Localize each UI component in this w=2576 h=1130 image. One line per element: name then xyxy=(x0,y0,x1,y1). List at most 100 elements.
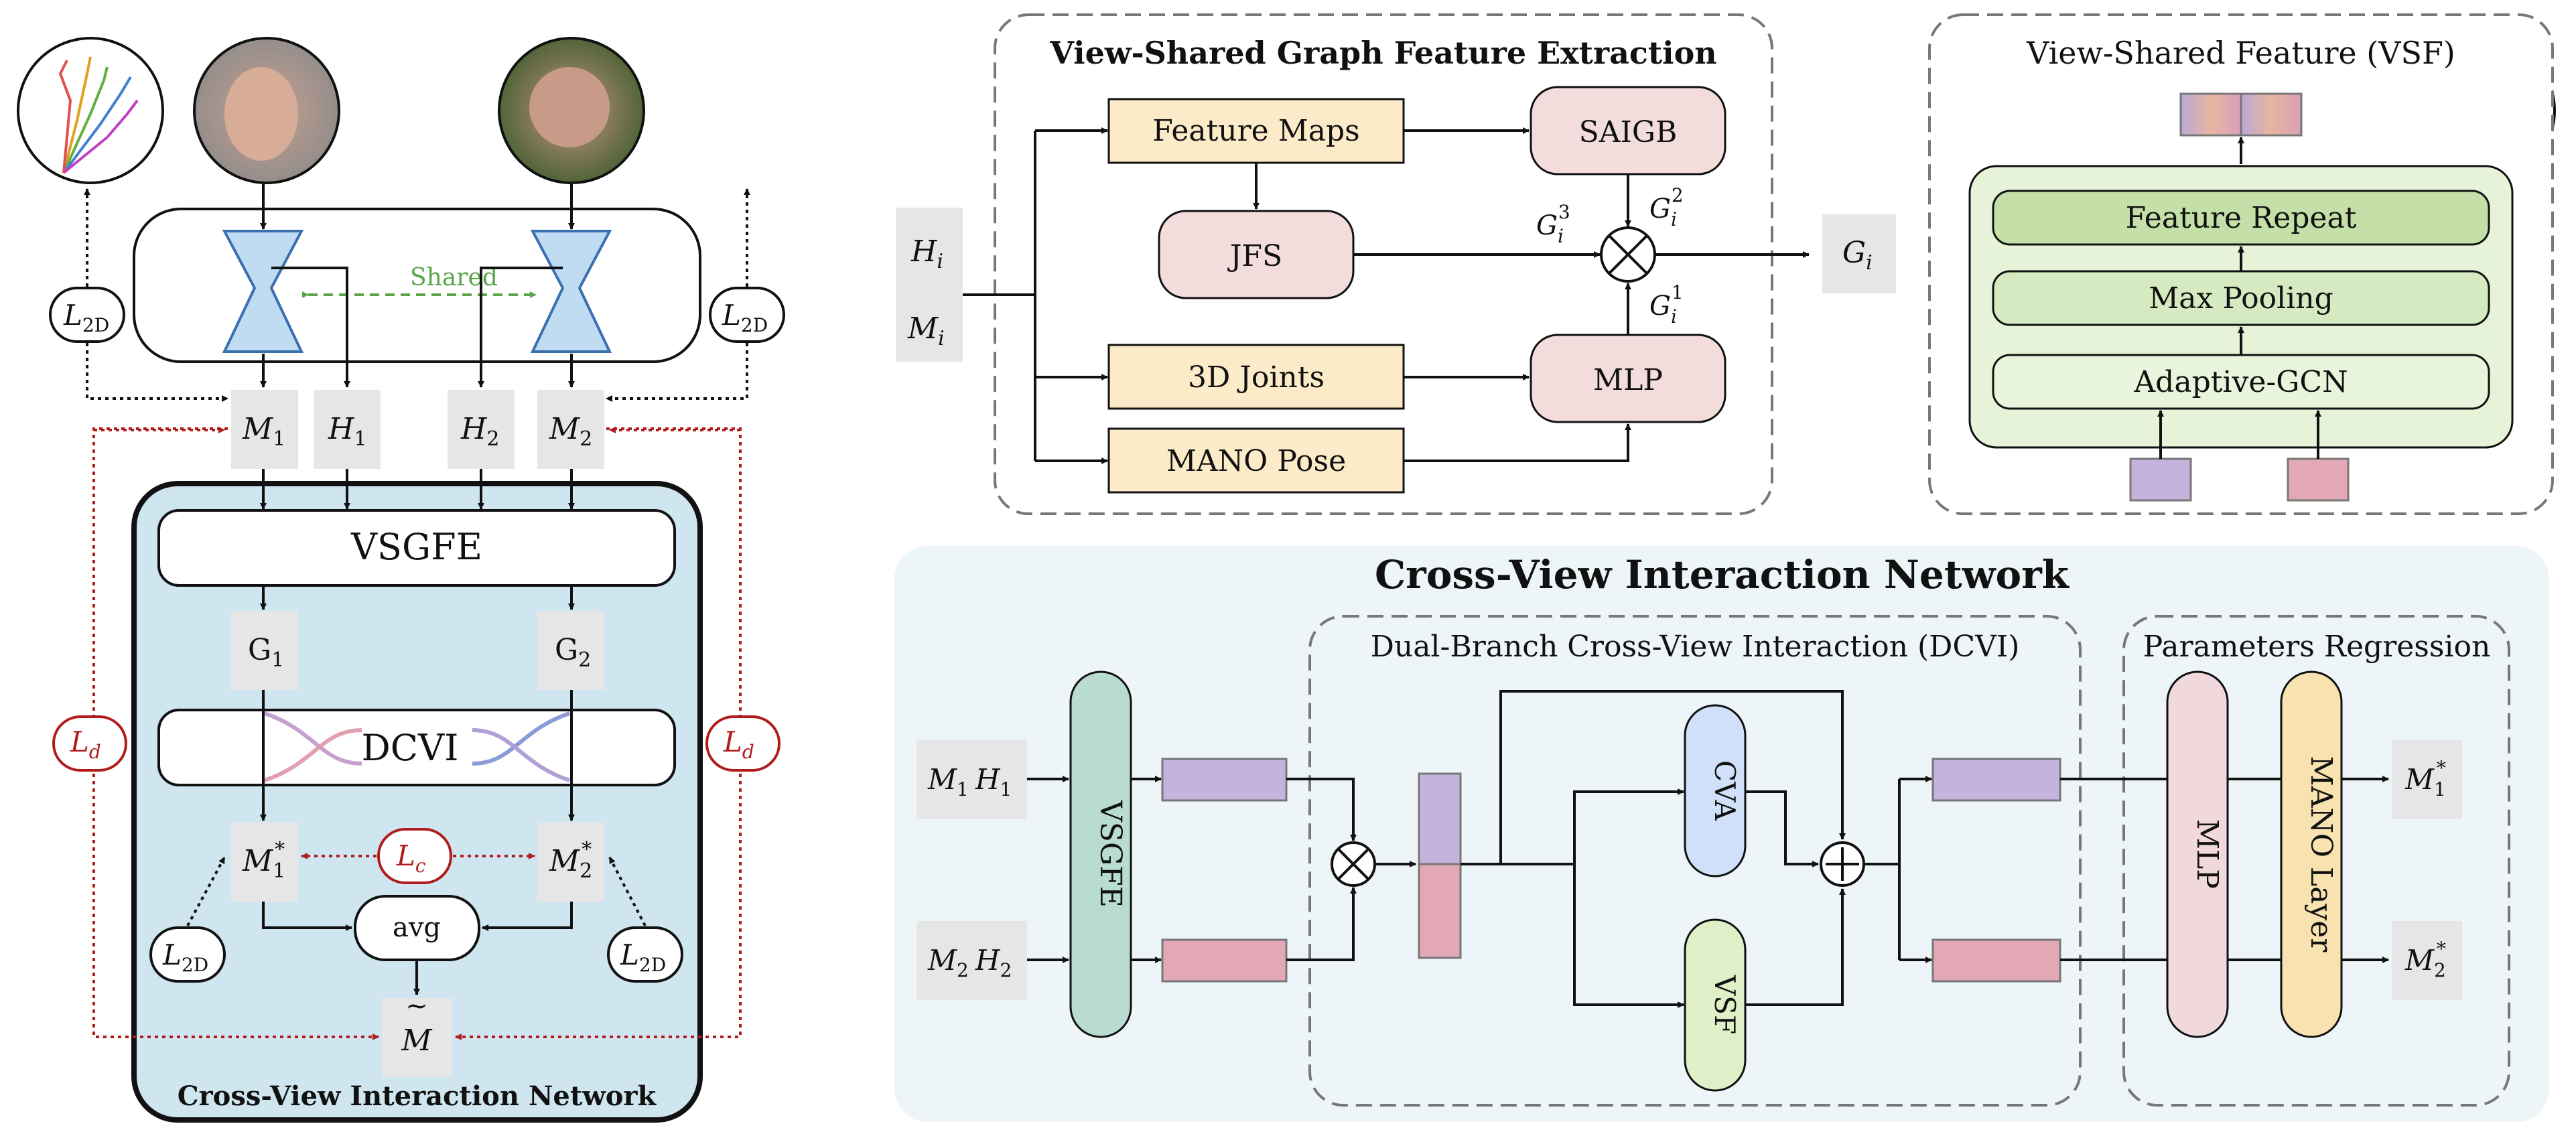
svg-text:G1: G1 xyxy=(248,633,284,672)
svg-text:M: M xyxy=(401,1023,432,1058)
h2-box xyxy=(448,390,515,469)
svg-text:Gi1: Gi1 xyxy=(1649,281,1684,328)
encoder-1-icon xyxy=(222,230,304,353)
hand-shape-1 xyxy=(224,67,298,161)
m2-box xyxy=(537,390,604,469)
svg-text:MLP: MLP xyxy=(2190,819,2224,889)
svg-text:VSGFE: VSGFE xyxy=(1093,800,1128,908)
svg-text:L2D: L2D xyxy=(162,938,208,976)
svg-text:MANO Layer: MANO Layer xyxy=(2304,756,2338,953)
l2d-loss-top-left xyxy=(49,287,125,343)
left-overview: Shared L2D L2D M1 H1 H2 M2 xyxy=(17,37,2556,1123)
lc-loss xyxy=(377,828,452,884)
svg-text:Adaptive-GCN: Adaptive-GCN xyxy=(2133,365,2348,399)
svg-text:3D Joints: 3D Joints xyxy=(1188,360,1325,395)
m1-star-box xyxy=(231,823,298,902)
vsgfe-label-left: VSGFE xyxy=(350,526,482,568)
3d-joints-box xyxy=(1107,344,1405,410)
l2d-loss-bottom-right xyxy=(607,926,683,983)
g2-box xyxy=(537,611,604,690)
m1-star-output-box xyxy=(2392,740,2462,819)
svg-text:CVA: CVA xyxy=(1708,760,1741,821)
cvin-panel-title: Cross-View Interaction Network xyxy=(1375,552,2070,597)
m1-h1-input-box xyxy=(917,740,1027,819)
svg-text:VSF: VSF xyxy=(1708,975,1741,1034)
ld-loss-right xyxy=(705,715,781,772)
svg-text:Ld: Ld xyxy=(723,725,754,763)
vsf-panel-title: View-Shared Feature (VSF) xyxy=(2026,35,2455,71)
stacked-feature-top xyxy=(1418,772,1462,865)
svg-text:SAIGB: SAIGB xyxy=(1579,115,1678,149)
dcvi-sub-panel xyxy=(1308,615,2082,1107)
svg-text:avg: avg xyxy=(393,912,441,943)
vsgfe-panel-title: View-Shared Graph Feature Extraction xyxy=(1049,35,1716,71)
m2-h2-input-box xyxy=(917,921,1027,1000)
svg-text:Feature Maps: Feature Maps xyxy=(1152,114,1360,148)
vsgfe-block-left xyxy=(157,509,676,587)
svg-text:Hi: Hi xyxy=(910,234,943,273)
cvin-left-title: Cross-View Interaction Network xyxy=(178,1080,657,1112)
svg-text:M2*: M2* xyxy=(2404,938,2446,981)
svg-text:MANO Pose: MANO Pose xyxy=(1166,444,1346,478)
vsf-panel: View-Shared Feature (VSF) Feature Repeat… xyxy=(1928,13,2554,515)
svg-text:M1*: M1* xyxy=(2404,757,2446,800)
svg-text:Feature Repeat: Feature Repeat xyxy=(2126,201,2357,235)
adaptive-gcn-box xyxy=(1992,354,2490,410)
vsgfe-block-cvin xyxy=(1069,670,1132,1038)
feature-view-1 xyxy=(1161,758,1288,802)
svg-text:Mi: Mi xyxy=(907,311,945,350)
ld-loss-left xyxy=(52,715,127,772)
hi-mi-input-box xyxy=(896,208,963,362)
m1-box xyxy=(231,390,298,469)
svg-text:M1*: M1* xyxy=(242,838,285,883)
svg-text:H1: H1 xyxy=(328,412,366,451)
mlp-block-cvin xyxy=(2166,670,2229,1038)
svg-text:Gi2: Gi2 xyxy=(1649,184,1684,230)
svg-text:Max Pooling: Max Pooling xyxy=(2149,281,2333,315)
cvin-panel: Cross-View Interaction Network Dual-Bran… xyxy=(894,546,2549,1122)
vsf-input-feature-2 xyxy=(2287,457,2350,502)
svg-text:L2D: L2D xyxy=(63,299,109,336)
svg-text:~: ~ xyxy=(405,991,428,1021)
mano-layer-block xyxy=(2280,670,2343,1038)
param-reg-title: Parameters Regression xyxy=(2143,630,2491,664)
output-feature-view-1 xyxy=(1931,758,2061,802)
l2d-loss-bottom-left xyxy=(149,926,226,983)
svg-text:G2: G2 xyxy=(555,633,591,672)
gi-output-box xyxy=(1822,214,1896,293)
feature-view-2 xyxy=(1161,938,1288,983)
l2d-loss-top-right xyxy=(709,287,785,343)
mano-pose-box xyxy=(1107,427,1405,494)
vsf-output-feature-left xyxy=(2179,92,2242,137)
dcvi-block-left xyxy=(157,709,676,786)
vsf-output-feature-right xyxy=(2240,92,2303,137)
mlp-box-top xyxy=(1530,334,1726,423)
svg-text:L2D: L2D xyxy=(722,299,768,336)
vsgfe-panel: View-Shared Graph Feature Extraction Hi … xyxy=(896,13,1896,515)
svg-text:MLP: MLP xyxy=(1593,363,1663,397)
m2-star-box xyxy=(537,823,604,902)
g1-box xyxy=(231,611,298,690)
svg-text:M1: M1 xyxy=(242,412,285,451)
max-pooling-box xyxy=(1992,270,2490,326)
param-reg-sub-panel xyxy=(2122,615,2510,1107)
h1-box xyxy=(314,390,381,469)
svg-text:JFS: JFS xyxy=(1227,239,1282,273)
m-tilde-box xyxy=(382,998,452,1077)
encoder-2-icon xyxy=(530,230,612,353)
svg-text:Gi3: Gi3 xyxy=(1536,201,1570,247)
svg-text:H2: H2 xyxy=(460,412,499,451)
hand-skeleton-1-icon xyxy=(58,56,139,174)
vsf-input-feature-1 xyxy=(2129,457,2192,502)
svg-text:M2*: M2* xyxy=(549,838,592,883)
dcvi-sub-title: Dual-Branch Cross-View Interaction (DCVI… xyxy=(1371,630,2020,664)
svg-text:Ld: Ld xyxy=(70,725,101,763)
hand-shape-2 xyxy=(529,67,610,147)
output-feature-view-2 xyxy=(1931,938,2061,983)
m2-star-output-box xyxy=(2392,921,2462,1000)
svg-text:Gi: Gi xyxy=(1842,236,1873,275)
